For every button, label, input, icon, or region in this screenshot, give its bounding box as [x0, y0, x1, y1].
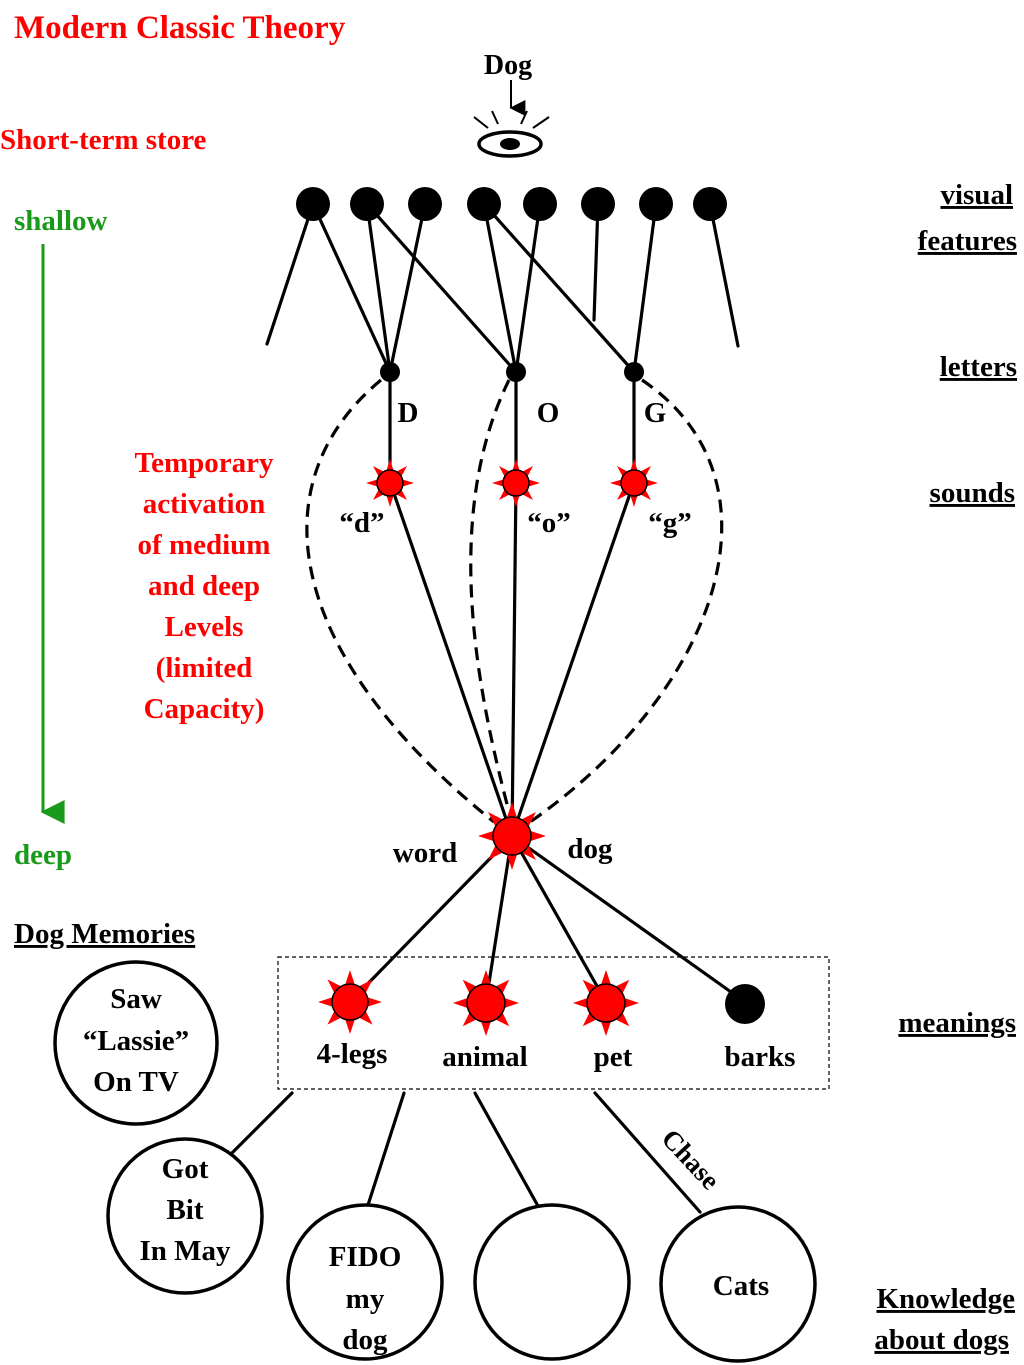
- word-label-left: word: [393, 837, 457, 869]
- temporary-activation-note: Temporary activation of medium and deep …: [134, 447, 274, 725]
- level-knowledge-label-2: about dogs: [874, 1324, 1009, 1356]
- dog-memories-heading: Dog Memories: [14, 918, 195, 950]
- depth-deep-label: deep: [14, 839, 72, 871]
- dashed-bypass-paths: [305, 378, 724, 824]
- knowledge-links: [228, 1091, 702, 1214]
- starburst-core: [492, 816, 532, 856]
- knowledge-cats-label: Cats: [713, 1270, 769, 1302]
- sound-word-link-o: [510, 480, 518, 838]
- visual-feature-node: [639, 187, 673, 221]
- memory-bit: Got Bit In May: [106, 1137, 264, 1295]
- starburst-core: [586, 983, 626, 1023]
- word-label-right: dog: [567, 833, 613, 865]
- sound-label-o: “o”: [527, 507, 571, 539]
- sound-node-g: [610, 459, 658, 507]
- depth-shallow-label: shallow: [14, 205, 108, 237]
- note-line: of medium: [138, 529, 271, 561]
- letter-label-g: G: [644, 397, 667, 429]
- visual-feature-node: [350, 187, 384, 221]
- meaning-label-animal: animal: [442, 1041, 527, 1073]
- starburst-core: [502, 469, 530, 497]
- level-knowledge-label: Knowledge: [876, 1283, 1015, 1315]
- letter-node-d: [380, 362, 400, 382]
- meaning-node-4legs: [318, 970, 382, 1034]
- memory-bit-line: Bit: [166, 1194, 203, 1226]
- word-node-dog: [478, 802, 546, 870]
- sound-node-o: [492, 459, 540, 507]
- eye-icon: [473, 110, 550, 158]
- letter-node-g: [624, 362, 644, 382]
- page-title: Modern Classic Theory: [14, 10, 346, 46]
- level-features-label: features: [918, 225, 1017, 257]
- note-line: activation: [143, 488, 265, 520]
- knowledge-fido-line: my: [346, 1283, 385, 1315]
- knowledge-empty-circle: [473, 1203, 631, 1361]
- letter-label-o: O: [537, 397, 560, 429]
- letter-node-o: [506, 362, 526, 382]
- letter-label-d: D: [398, 397, 419, 429]
- sound-word-link-g: [510, 480, 636, 838]
- sound-label-g: “g”: [648, 507, 692, 539]
- meaning-label-4legs: 4-legs: [317, 1038, 388, 1070]
- level-sounds-label: sounds: [930, 477, 1015, 509]
- starburst-core: [620, 469, 648, 497]
- meaning-label-pet: pet: [594, 1041, 633, 1073]
- word-meaning-link-4legs: [348, 834, 514, 1004]
- memory-lassie-line: Saw: [110, 983, 162, 1015]
- chase-link-label: Chase: [656, 1123, 726, 1195]
- note-line: Capacity): [144, 693, 265, 725]
- knowledge-fido: FIDO my dog: [286, 1203, 444, 1361]
- starburst-core: [466, 983, 506, 1023]
- knowledge-cats: Cats: [659, 1205, 817, 1363]
- memory-bit-line: Got: [162, 1153, 209, 1185]
- note-line: and deep: [148, 570, 260, 602]
- note-line: (limited: [156, 652, 253, 684]
- stimulus-word: Dog: [484, 50, 532, 81]
- memory-lassie: Saw “Lassie” On TV: [53, 960, 219, 1126]
- visual-feature-node: [467, 187, 501, 221]
- word-meaning-link-pet: [510, 834, 608, 1004]
- sound-word-link-d: [388, 480, 514, 838]
- level-meanings-label: meanings: [898, 1007, 1016, 1039]
- word-meaning-link-barks: [510, 834, 747, 1004]
- visual-feature-node: [296, 187, 330, 221]
- memory-lassie-line: “Lassie”: [83, 1025, 189, 1057]
- meaning-node-barks: [725, 984, 765, 1024]
- starburst-core: [376, 469, 404, 497]
- word-meaning-link-animal: [484, 834, 514, 1004]
- visual-feature-nodes: [296, 187, 727, 221]
- meaning-label-barks: barks: [725, 1041, 796, 1073]
- memory-lassie-line: On TV: [93, 1066, 179, 1098]
- starburst-core: [331, 983, 369, 1021]
- meaning-node-pet: [573, 970, 639, 1036]
- note-line: Levels: [165, 611, 244, 643]
- memory-bit-line: In May: [139, 1235, 231, 1267]
- knowledge-fido-line: FIDO: [329, 1241, 402, 1273]
- meaning-node-animal: [453, 970, 519, 1036]
- level-letters-label: letters: [940, 351, 1017, 383]
- level-visual-label: visual: [940, 179, 1013, 211]
- visual-feature-node: [523, 187, 557, 221]
- sound-node-d: [366, 459, 414, 507]
- short-term-store-label: Short-term store: [0, 124, 207, 156]
- note-line: Temporary: [134, 447, 274, 479]
- visual-feature-node: [581, 187, 615, 221]
- visual-feature-node: [408, 187, 442, 221]
- feature-connections: [265, 202, 740, 374]
- knowledge-fido-line: dog: [342, 1324, 388, 1356]
- sound-label-d: “d”: [339, 507, 384, 539]
- meanings-box: [277, 956, 830, 1090]
- visual-feature-node: [693, 187, 727, 221]
